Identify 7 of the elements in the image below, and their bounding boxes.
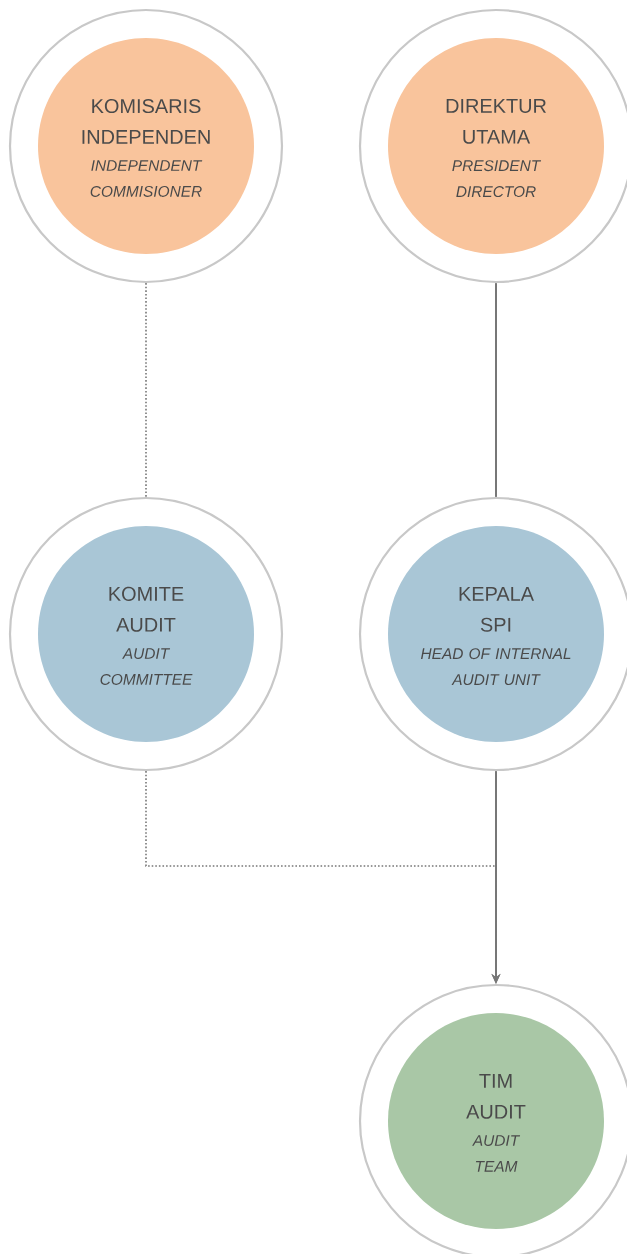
circle-node: KEPALA SPI HEAD OF INTERNAL AUDIT UNIT xyxy=(358,496,627,772)
connector-line xyxy=(145,282,147,498)
circle-node: DIREKTUR UTAMA PRESIDENT DIRECTOR xyxy=(358,8,627,284)
circle-node: KOMITE AUDIT AUDIT COMMITTEE xyxy=(8,496,284,772)
circle-node: KOMISARIS INDEPENDEN INDEPENDENT COMMISIONER xyxy=(8,8,284,284)
circle-node: TIM AUDIT AUDIT TEAM xyxy=(358,983,627,1254)
connector-line xyxy=(495,282,497,498)
